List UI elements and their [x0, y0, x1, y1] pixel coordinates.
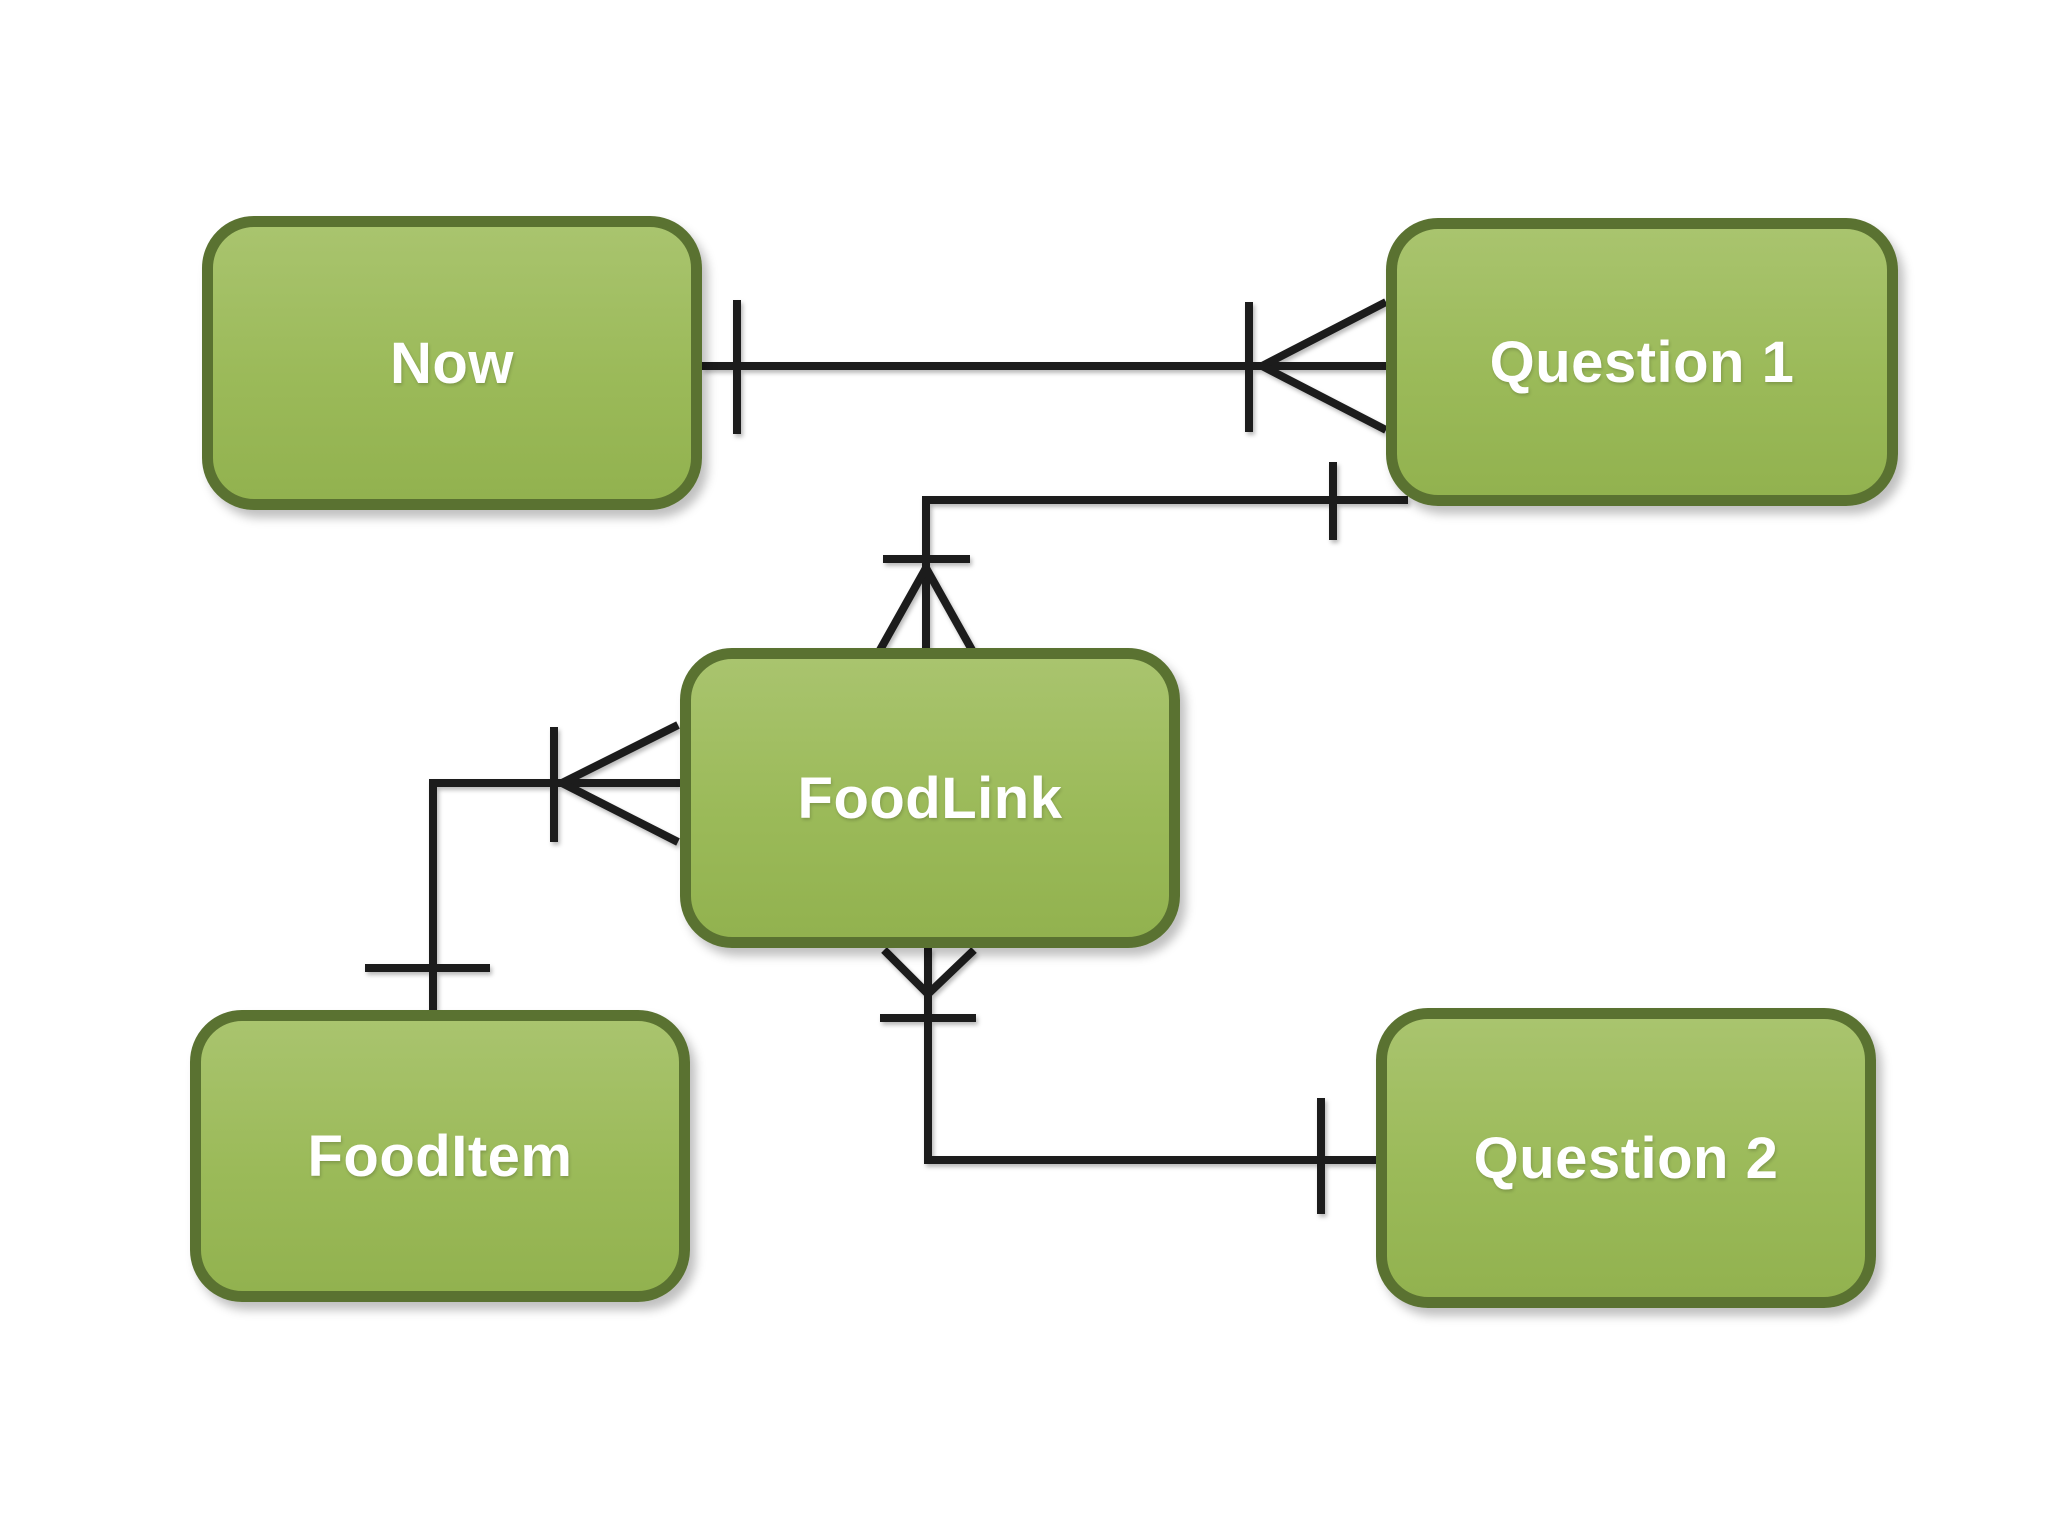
- crow-foot-prong: [876, 566, 930, 652]
- relationship-foodlink-fooditem[interactable]: [365, 721, 680, 1010]
- entity-foodlink[interactable]: FoodLink: [680, 648, 1180, 948]
- entity-label: FoodLink: [797, 765, 1063, 831]
- connector-line: [429, 779, 680, 1010]
- relationship-foodlink-question2[interactable]: [880, 947, 1376, 1214]
- entity-label: Now: [390, 330, 514, 396]
- crow-foot-prong: [922, 566, 976, 652]
- crow-foot-prong: [881, 947, 931, 997]
- crow-foot-prong: [925, 947, 977, 997]
- connector-line: [922, 496, 1408, 650]
- entity-label: Question 1: [1489, 329, 1795, 395]
- entity-fooditem[interactable]: FoodItem: [190, 1010, 690, 1302]
- crow-foot-prong: [560, 779, 680, 846]
- crow-foot-prong: [1260, 298, 1388, 370]
- relationship-now-question1[interactable]: [702, 298, 1388, 434]
- crow-foot-prong: [560, 721, 680, 787]
- entity-label: FoodItem: [307, 1123, 573, 1189]
- relationship-question1-foodlink[interactable]: [876, 462, 1408, 652]
- crow-foot-prong: [1260, 362, 1388, 434]
- entity-label: Question 2: [1473, 1125, 1779, 1191]
- entity-question-1[interactable]: Question 1: [1386, 218, 1898, 506]
- entity-question-2[interactable]: Question 2: [1376, 1008, 1876, 1308]
- entity-now[interactable]: Now: [202, 216, 702, 510]
